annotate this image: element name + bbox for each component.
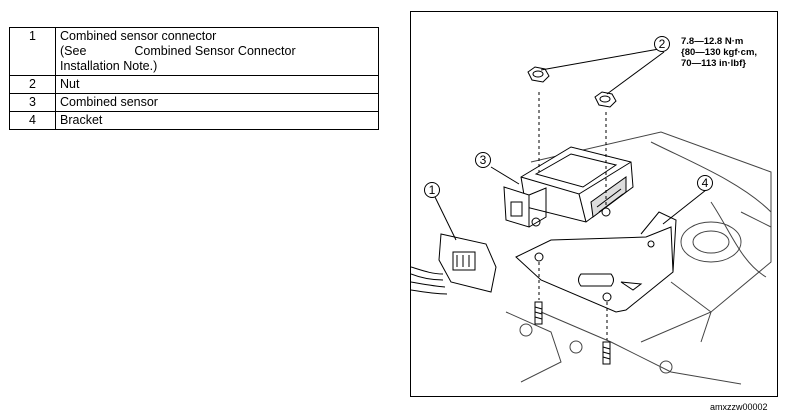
part-name: Nut [55,75,379,94]
table-row: 3 Combined sensor [9,93,379,112]
vehicle-floor-structure [505,131,772,385]
torque-inlbf: 70—113 in·lbf} [681,58,746,69]
combined-sensor [503,92,634,228]
table-row: 4 Bracket [9,111,379,130]
torque-spec: 7.8—12.8 N·m {80—130 kgf·cm, 70—113 in·l… [681,36,757,69]
figure-code: amxzzw00002 [710,402,768,412]
part-number: 2 [9,75,56,94]
callout-1: 1 [424,182,440,198]
exploded-view-illustration: 2 3 1 4 7.8—12.8 N·m {80—130 kgf·cm, 70—… [410,11,778,397]
part-description: Combined sensor connector (See Combined S… [55,27,379,76]
part-number: 4 [9,111,56,130]
illustration-drawing [411,48,772,385]
part-number: 3 [9,93,56,112]
part-name: Combined sensor connector [60,29,217,43]
sensor-connector [411,233,497,295]
part-note: (See Combined Sensor Connector [60,44,374,59]
callout-3: 3 [475,152,491,168]
part-note-end: Installation Note.) [60,59,158,73]
torque-nm: 7.8—12.8 N·m [681,36,744,47]
torque-kgf: {80—130 kgf·cm, [681,47,758,58]
studs [534,262,611,365]
callout-4: 4 [697,175,713,191]
table-row: 2 Nut [9,75,379,94]
see-label: (See [60,44,87,58]
nuts [527,66,617,108]
installation-note-link[interactable]: Combined Sensor Connector [134,44,296,58]
part-number: 1 [9,27,56,76]
part-name: Combined sensor [55,93,379,112]
callout-2: 2 [654,36,670,52]
bracket [515,211,677,313]
part-name: Bracket [55,111,379,130]
leader-lines [434,48,707,241]
